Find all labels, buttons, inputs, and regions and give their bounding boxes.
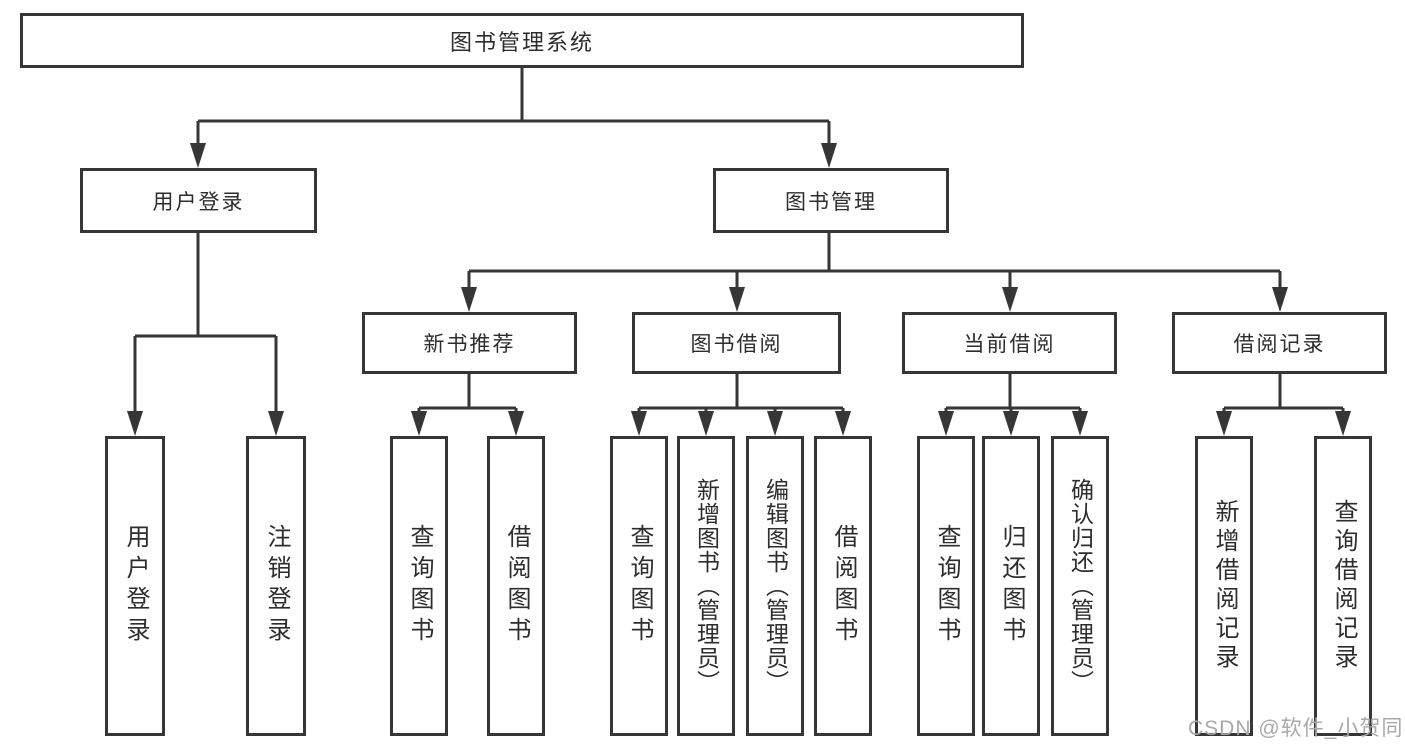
watermark: CSDN @软件_小贺同学: [1188, 717, 1405, 740]
leaf-borrow-borrow: 借阅图书: [814, 436, 872, 736]
node-borrow: 图书借阅: [632, 312, 841, 374]
node-new-books-label: 新书推荐: [423, 333, 516, 356]
leaf-current-query: 查询图书: [917, 436, 975, 736]
connector-stems: [133, 68, 1345, 418]
node-records-label: 借阅记录: [1233, 333, 1326, 356]
node-current: 当前借阅: [902, 312, 1117, 374]
leaf-borrow-edit: 编辑图书（管理员）: [746, 436, 804, 736]
node-book-mgmt-branch: 图书管理: [713, 168, 949, 233]
leaf-records-add-label: 新增借阅记录: [1211, 499, 1238, 673]
node-root: 图书管理系统: [20, 13, 1024, 68]
leaf-user-login-label: 用户登录: [122, 524, 149, 648]
node-records: 借阅记录: [1172, 312, 1387, 374]
leaf-current-confirm: 确认归还（管理员）: [1051, 436, 1109, 736]
leaf-current-return-label: 归还图书: [998, 524, 1025, 648]
leaf-logout: 注销登录: [246, 436, 306, 736]
leaf-newbooks-query-label: 查询图书: [406, 524, 433, 648]
leaf-records-add: 新增借阅记录: [1195, 436, 1253, 736]
leaf-borrow-add-label: 新增图书（管理员）: [693, 478, 720, 694]
arrowheads: [127, 143, 1351, 436]
leaf-current-query-label: 查询图书: [933, 524, 960, 648]
leaf-newbooks-borrow-label: 借阅图书: [503, 524, 530, 648]
leaf-borrow-add: 新增图书（管理员）: [677, 436, 735, 736]
leaf-logout-label: 注销登录: [263, 524, 290, 648]
node-current-label: 当前借阅: [963, 333, 1056, 356]
node-new-books: 新书推荐: [362, 312, 577, 374]
leaf-borrow-edit-label: 编辑图书（管理员）: [762, 478, 789, 694]
leaf-current-confirm-label: 确认归还（管理员）: [1067, 478, 1094, 694]
leaf-newbooks-borrow: 借阅图书: [487, 436, 545, 736]
node-user-login-branch-label: 用户登录: [152, 190, 245, 214]
leaf-records-query: 查询借阅记录: [1314, 436, 1372, 736]
leaf-borrow-query: 查询图书: [610, 436, 668, 736]
leaf-borrow-borrow-label: 借阅图书: [830, 524, 857, 648]
node-book-mgmt-branch-label: 图书管理: [785, 190, 877, 214]
leaf-borrow-query-label: 查询图书: [626, 524, 653, 648]
leaf-current-return: 归还图书: [982, 436, 1040, 736]
node-borrow-label: 图书借阅: [690, 333, 783, 356]
leaf-newbooks-query: 查询图书: [390, 436, 448, 736]
node-root-label: 图书管理系统: [449, 29, 594, 55]
node-user-login-branch: 用户登录: [80, 168, 317, 233]
leaf-records-query-label: 查询借阅记录: [1330, 499, 1357, 673]
leaf-user-login: 用户登录: [105, 436, 165, 736]
